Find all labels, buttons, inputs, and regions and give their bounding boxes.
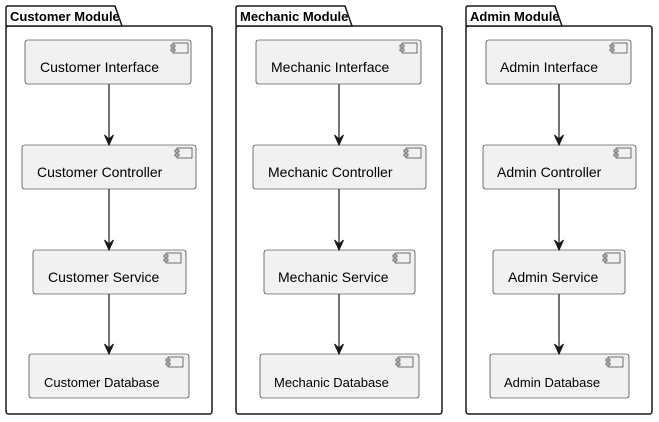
- component-icon: [395, 356, 414, 368]
- component-label: Mechanic Controller: [268, 164, 393, 180]
- package-tab: [235, 5, 354, 27]
- component-label: Customer Service: [48, 269, 159, 285]
- component-customer-service[interactable]: Customer Service: [32, 249, 187, 295]
- component-icon: [613, 147, 632, 159]
- package-title: Admin Module: [470, 9, 560, 24]
- component-icon: [163, 252, 182, 264]
- flow-arrow: [554, 189, 564, 252]
- component-mechanic-service[interactable]: Mechanic Service: [263, 249, 416, 295]
- package-admin-module: Admin Module Admin Interface Admin Contr…: [465, 5, 653, 415]
- component-label: Customer Controller: [37, 164, 163, 180]
- flow-arrow: [104, 189, 114, 252]
- flow-arrow: [104, 294, 114, 356]
- flow-arrow: [334, 294, 344, 356]
- component-label: Admin Database: [504, 375, 600, 390]
- flow-arrow: [334, 84, 344, 147]
- component-customer-interface[interactable]: Customer Interface: [24, 39, 192, 85]
- flow-arrow: [554, 84, 564, 147]
- component-icon: [602, 252, 621, 264]
- component-label: Admin Service: [508, 269, 598, 285]
- flow-arrow: [554, 294, 564, 356]
- package-title: Mechanic Module: [240, 9, 348, 24]
- package-title: Customer Module: [10, 9, 120, 24]
- component-customer-controller[interactable]: Customer Controller: [21, 144, 197, 190]
- component-mechanic-interface[interactable]: Mechanic Interface: [255, 39, 422, 85]
- component-icon: [174, 147, 193, 159]
- component-icon: [165, 356, 184, 368]
- component-customer-database[interactable]: Customer Database: [28, 353, 190, 399]
- component-label: Customer Database: [44, 375, 160, 390]
- component-icon: [170, 42, 189, 54]
- component-label: Mechanic Database: [274, 375, 389, 390]
- component-label: Customer Interface: [40, 59, 159, 75]
- package-tab: [465, 5, 564, 27]
- component-mechanic-database[interactable]: Mechanic Database: [259, 353, 420, 399]
- component-icon: [403, 147, 422, 159]
- component-label: Mechanic Interface: [271, 59, 389, 75]
- component-mechanic-controller[interactable]: Mechanic Controller: [252, 144, 427, 190]
- package-customer-module: Customer Module Customer Interface Custo…: [5, 5, 213, 415]
- component-icon: [609, 42, 628, 54]
- component-admin-service[interactable]: Admin Service: [492, 249, 626, 295]
- flow-arrow: [334, 189, 344, 252]
- component-admin-database[interactable]: Admin Database: [489, 353, 630, 399]
- component-label: Admin Interface: [500, 59, 598, 75]
- component-icon: [392, 252, 411, 264]
- component-label: Mechanic Service: [278, 269, 389, 285]
- component-label: Admin Controller: [497, 164, 602, 180]
- flow-arrow: [104, 84, 114, 147]
- component-admin-interface[interactable]: Admin Interface: [485, 39, 632, 85]
- component-admin-controller[interactable]: Admin Controller: [482, 144, 637, 190]
- package-mechanic-module: Mechanic Module Mechanic Interface Mecha…: [235, 5, 443, 415]
- component-icon: [399, 42, 418, 54]
- component-box: [24, 39, 192, 85]
- package-tab: [5, 5, 124, 27]
- component-icon: [605, 356, 624, 368]
